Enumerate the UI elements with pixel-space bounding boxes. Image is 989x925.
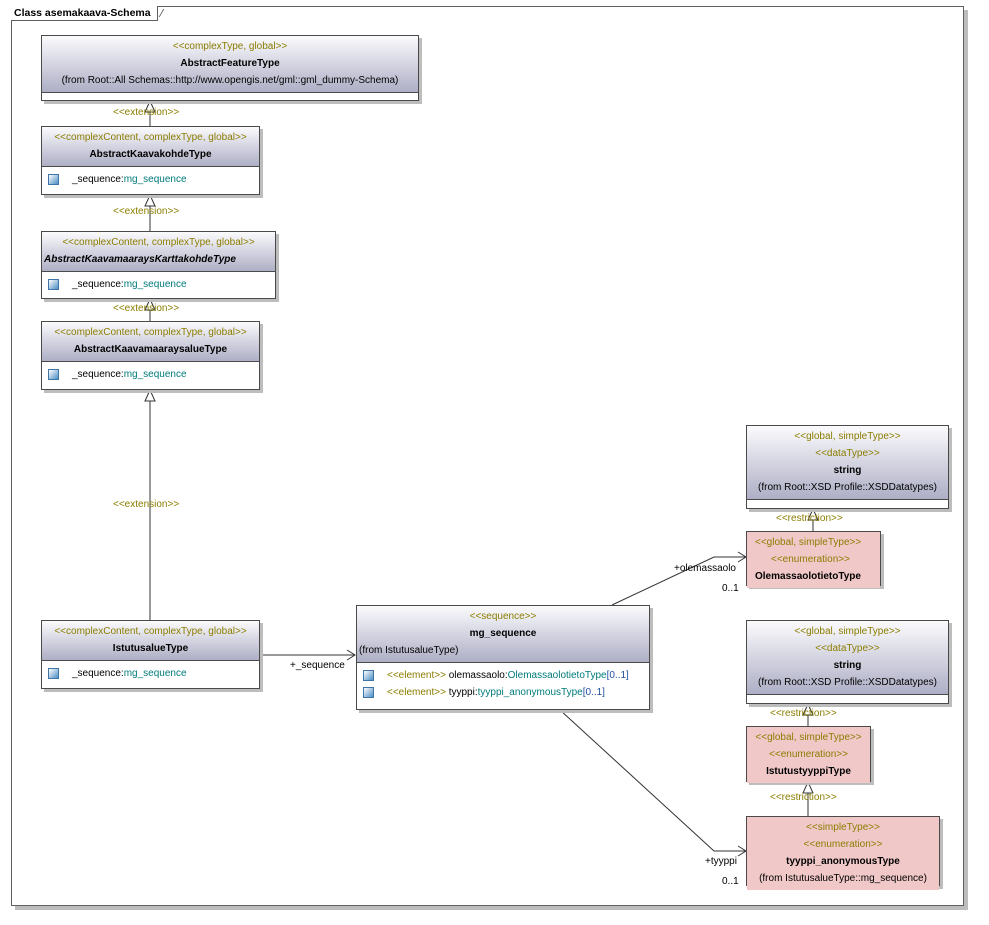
- extension-label: <<extension>>: [113, 499, 180, 510]
- stereotype: <<enumeration>>: [769, 749, 848, 760]
- extension-label: <<extension>>: [113, 303, 180, 314]
- restriction-label: <<restriction>>: [770, 792, 837, 803]
- class-abstract-alue-type[interactable]: <<complexContent, complexType, global>> …: [41, 321, 260, 390]
- class-name: OlemassaolotietoType: [755, 571, 861, 582]
- attribute-name: olemassaolo:: [448, 670, 508, 681]
- class-origin: (from Root::XSD Profile::XSDDatatypes): [758, 482, 937, 493]
- attribute-stereotype: <<element>>: [387, 670, 446, 681]
- class-abstract-kaavakohde-type[interactable]: <<complexContent, complexType, global>> …: [41, 126, 260, 195]
- role-label-tyyppi: +tyyppi: [705, 856, 737, 867]
- class-string-top[interactable]: <<global, simpleType>> <<dataType>> stri…: [746, 425, 949, 509]
- stereotype: <<enumeration>>: [803, 839, 883, 850]
- stereotype: <<dataType>>: [815, 448, 880, 459]
- attribute-type: mg_sequence: [123, 668, 187, 679]
- attribute-type: mg_sequence: [123, 369, 187, 380]
- class-name: mg_sequence: [469, 628, 537, 639]
- attribute-icon: [363, 670, 374, 681]
- attribute-multiplicity: [0..1]: [606, 670, 629, 681]
- class-name: AbstractKaavakohdeType: [89, 149, 212, 160]
- multiplicity-label: 0..1: [722, 583, 739, 594]
- attribute-row[interactable]: _sequence:mg_sequence: [48, 665, 259, 682]
- class-origin: (from Root::All Schemas::http://www.open…: [61, 75, 399, 86]
- class-istutusalue-type[interactable]: <<complexContent, complexType, global>> …: [41, 620, 260, 689]
- class-abstract-feature-type[interactable]: <<complexType, global>> AbstractFeatureT…: [41, 35, 419, 101]
- class-name: AbstractFeatureType: [180, 58, 280, 69]
- class-name: IstutustyyppiType: [766, 766, 851, 777]
- class-abstract-kartta-type[interactable]: <<complexContent, complexType, global>> …: [41, 231, 276, 299]
- stereotype: <<complexContent, complexType, global>>: [62, 237, 255, 248]
- attribute-name: _sequence:: [72, 279, 124, 290]
- attribute-type: OlemassaolotietoType: [507, 670, 607, 681]
- class-string-bottom[interactable]: <<global, simpleType>> <<dataType>> stri…: [746, 620, 949, 704]
- class-name: tyyppi_anonymousType: [786, 856, 900, 867]
- attribute-type: tyyppi_anonymousType: [477, 687, 583, 698]
- frame-title: Class asemakaava-Schema: [11, 6, 158, 21]
- stereotype: <<sequence>>: [469, 611, 537, 622]
- class-name: string: [833, 660, 862, 671]
- attribute-row[interactable]: _sequence:mg_sequence: [48, 366, 259, 383]
- multiplicity-label: 0..1: [722, 876, 739, 887]
- restriction-label: <<restriction>>: [776, 513, 843, 524]
- attribute-stereotype: <<element>>: [387, 687, 446, 698]
- attribute-name: _sequence:: [72, 668, 124, 679]
- attribute-name: _sequence:: [72, 369, 124, 380]
- stereotype: <<simpleType>>: [806, 822, 880, 833]
- class-name: IstutusalueType: [112, 643, 189, 654]
- class-tyyppi-anonymous-type[interactable]: <<simpleType>> <<enumeration>> tyyppi_an…: [746, 816, 940, 890]
- attribute-row[interactable]: <<element>> tyyppi:tyyppi_anonymousType[…: [363, 684, 649, 701]
- stereotype: <<global, simpleType>>: [755, 732, 862, 743]
- extension-label: <<extension>>: [113, 206, 180, 217]
- class-origin: (from IstutusalueType): [359, 645, 459, 656]
- attribute-row[interactable]: <<element>> olemassaolo:Olemassaolotieto…: [363, 667, 649, 684]
- attribute-icon: [363, 687, 374, 698]
- class-olemassaolotieto-type[interactable]: <<global, simpleType>> <<enumeration>> O…: [746, 531, 881, 588]
- restriction-label: <<restriction>>: [770, 708, 837, 719]
- role-label-olemassaolo: +olemassaolo: [674, 563, 736, 574]
- class-name: AbstractKaavamaaraysalueType: [73, 344, 228, 355]
- attribute-icon: [48, 174, 59, 185]
- stereotype: <<complexContent, complexType, global>>: [54, 327, 247, 338]
- stereotype: <<complexContent, complexType, global>>: [54, 132, 247, 143]
- class-origin: (from IstutusalueType::mg_sequence): [759, 873, 927, 884]
- attribute-icon: [48, 279, 59, 290]
- attribute-multiplicity: [0..1]: [582, 687, 605, 698]
- stereotype: <<dataType>>: [815, 643, 880, 654]
- attribute-row[interactable]: _sequence:mg_sequence: [48, 276, 275, 293]
- class-origin: (from Root::XSD Profile::XSDDatatypes): [758, 677, 937, 688]
- stereotype: <<global, simpleType>>: [794, 626, 901, 637]
- stereotype: <<complexContent, complexType, global>>: [54, 626, 247, 637]
- stereotype: <<global, simpleType>>: [755, 537, 862, 548]
- stereotype: <<global, simpleType>>: [794, 431, 901, 442]
- role-label-sequence: +_sequence: [290, 660, 345, 671]
- stereotype: <<enumeration>>: [771, 554, 850, 565]
- attribute-icon: [48, 668, 59, 679]
- attribute-icon: [48, 369, 59, 380]
- class-mg-sequence[interactable]: <<sequence>> mg_sequence (from Istutusal…: [356, 605, 650, 710]
- class-name: AbstractKaavamaaraysKarttakohdeType: [44, 254, 236, 265]
- stereotype: <<complexType, global>>: [172, 41, 288, 52]
- attribute-type: mg_sequence: [123, 174, 187, 185]
- attribute-row[interactable]: _sequence:mg_sequence: [48, 171, 259, 188]
- attribute-name: tyyppi:: [448, 687, 478, 698]
- attribute-type: mg_sequence: [123, 279, 187, 290]
- extension-label: <<extension>>: [113, 107, 180, 118]
- class-istutustyyppi-type[interactable]: <<global, simpleType>> <<enumeration>> I…: [746, 726, 871, 783]
- attribute-name: _sequence:: [72, 174, 124, 185]
- class-name: string: [833, 465, 862, 476]
